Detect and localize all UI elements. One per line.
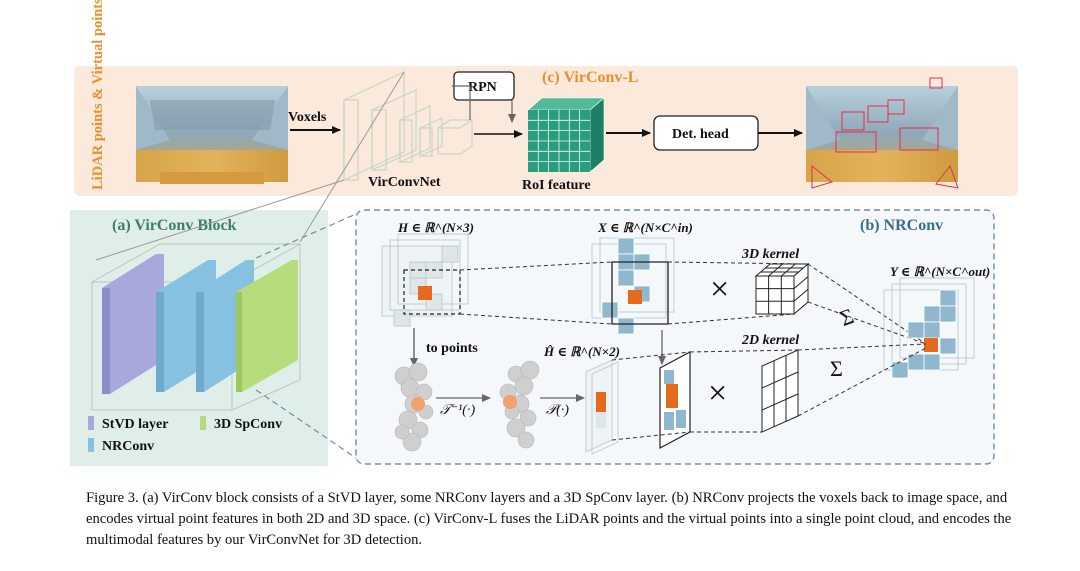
roi-feature-cube bbox=[527, 97, 605, 173]
roi-feature-label: RoI feature bbox=[522, 178, 591, 193]
times-lower: × bbox=[708, 375, 727, 412]
spconv-legend-swatch bbox=[200, 416, 206, 430]
nrconv-title: (b) NRConv bbox=[860, 217, 943, 234]
y-output-grid bbox=[883, 277, 975, 379]
kernel-2d-plane bbox=[761, 349, 799, 433]
det-head-label: Det. head bbox=[672, 127, 729, 142]
virconv-block-title: (a) VirConv Block bbox=[112, 217, 237, 234]
output-detection-image bbox=[806, 77, 959, 189]
spconv-legend-label: 3D SpConv bbox=[214, 417, 282, 432]
center-point-right bbox=[503, 395, 517, 409]
virconvnet-label: VirConvNet bbox=[368, 175, 441, 190]
virconv-l-title: (c) VirConv-L bbox=[542, 69, 638, 86]
input-point-cloud-image bbox=[136, 86, 288, 184]
kernel-3d-cube bbox=[754, 262, 810, 316]
sum-lower: Σ bbox=[830, 356, 843, 381]
h-voxel-grid bbox=[381, 233, 469, 327]
times-upper: × bbox=[710, 271, 729, 308]
backbone-to-rpn-arrow bbox=[452, 85, 471, 120]
h-hat-plane bbox=[585, 359, 619, 455]
nrconv-expansion-lines bbox=[255, 213, 357, 459]
lower-dashed-lines bbox=[611, 343, 927, 441]
projection-label: 𝒫(·) bbox=[546, 403, 569, 418]
stvd-legend-swatch bbox=[88, 416, 94, 430]
nrconv-legend-swatch bbox=[88, 438, 94, 452]
input-label: LiDAR points & Virtual points bbox=[90, 0, 106, 190]
figure-caption: Figure 3. (a) VirConv block consists of … bbox=[86, 490, 1012, 548]
voxels-label: Voxels bbox=[288, 110, 327, 125]
x-label: X ∈ ℝ^(N×C^in) bbox=[597, 220, 693, 235]
spconv-layer bbox=[236, 260, 298, 392]
block-layers bbox=[91, 243, 301, 411]
x-2d-plane bbox=[659, 351, 691, 449]
h-hat-label: Ĥ ∈ ℝ^(N×2) bbox=[543, 344, 620, 359]
center-point-left bbox=[411, 397, 425, 411]
kernel-2d-label: 2D kernel bbox=[741, 333, 799, 348]
kernel-3d-label: 3D kernel bbox=[741, 247, 799, 262]
point-cluster-right bbox=[499, 360, 540, 449]
stvd-layer bbox=[102, 254, 164, 394]
rpn-label: RPN bbox=[468, 80, 497, 95]
figure-3-diagram: LiDAR points & Virtual points Voxels Vir… bbox=[70, 0, 1018, 466]
stvd-legend-label: StVD layer bbox=[102, 417, 169, 432]
h-label: H ∈ ℝ^(N×3) bbox=[397, 220, 474, 235]
inverse-transform-label: 𝒯⁻¹(·) bbox=[440, 403, 475, 418]
upper-dashed-lines bbox=[459, 261, 927, 345]
block-legend: StVD layer 3D SpConv NRConv bbox=[88, 416, 282, 454]
point-cluster-left bbox=[394, 362, 434, 452]
nrconv-legend-label: NRConv bbox=[102, 439, 154, 454]
virconvnet-backbone bbox=[343, 71, 473, 181]
to-points-label: to points bbox=[426, 341, 478, 356]
block-expansion-lines bbox=[95, 71, 405, 261]
y-label: Y ∈ ℝ^(N×C^out) bbox=[890, 264, 990, 279]
